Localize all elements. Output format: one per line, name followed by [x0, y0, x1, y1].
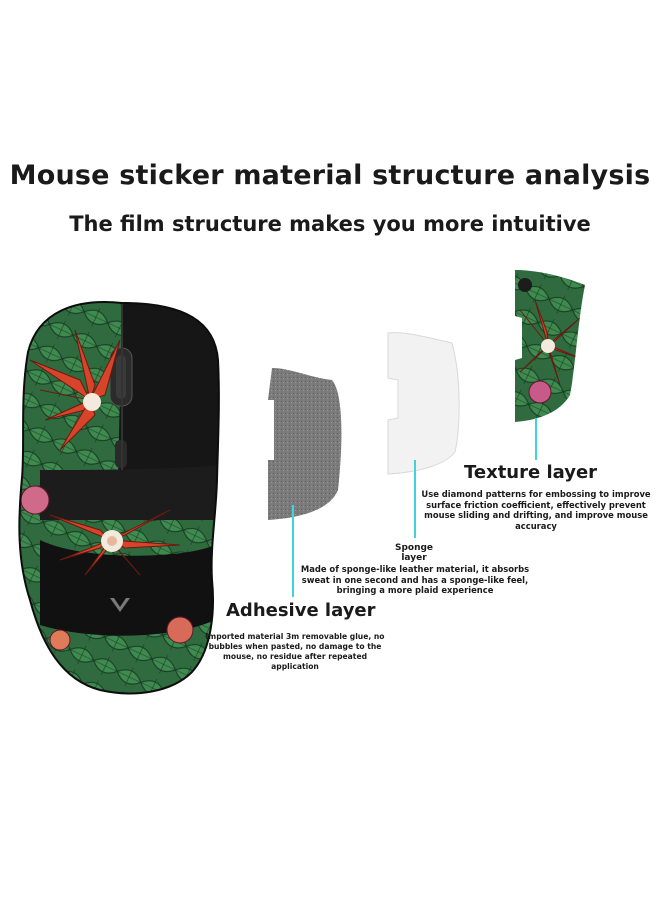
- sponge-film-shape: [387, 332, 460, 475]
- page-subtitle: The film structure makes you more intuit…: [69, 212, 591, 236]
- texture-layer-title: Texture layer: [464, 462, 598, 483]
- page-title: Mouse sticker material structure analysi…: [9, 160, 651, 191]
- sponge-layer-description: Made of sponge-like leather material, it…: [300, 564, 530, 596]
- texture-film-shape: [515, 270, 585, 422]
- texture-leader-line: [535, 418, 537, 460]
- adhesive-layer-description: Imported material 3m removable glue, no …: [205, 632, 385, 671]
- adhesive-leader-line: [292, 505, 294, 597]
- adhesive-film-shape: [268, 368, 342, 520]
- mouse-with-floral-sticker: [18, 301, 220, 695]
- sponge-leader-line: [414, 460, 416, 538]
- sponge-layer-title: Sponge layer: [394, 543, 434, 563]
- texture-layer-description: Use diamond patterns for embossing to im…: [421, 489, 651, 531]
- adhesive-layer-title: Adhesive layer: [226, 600, 376, 621]
- v-logo-icon: [110, 598, 130, 612]
